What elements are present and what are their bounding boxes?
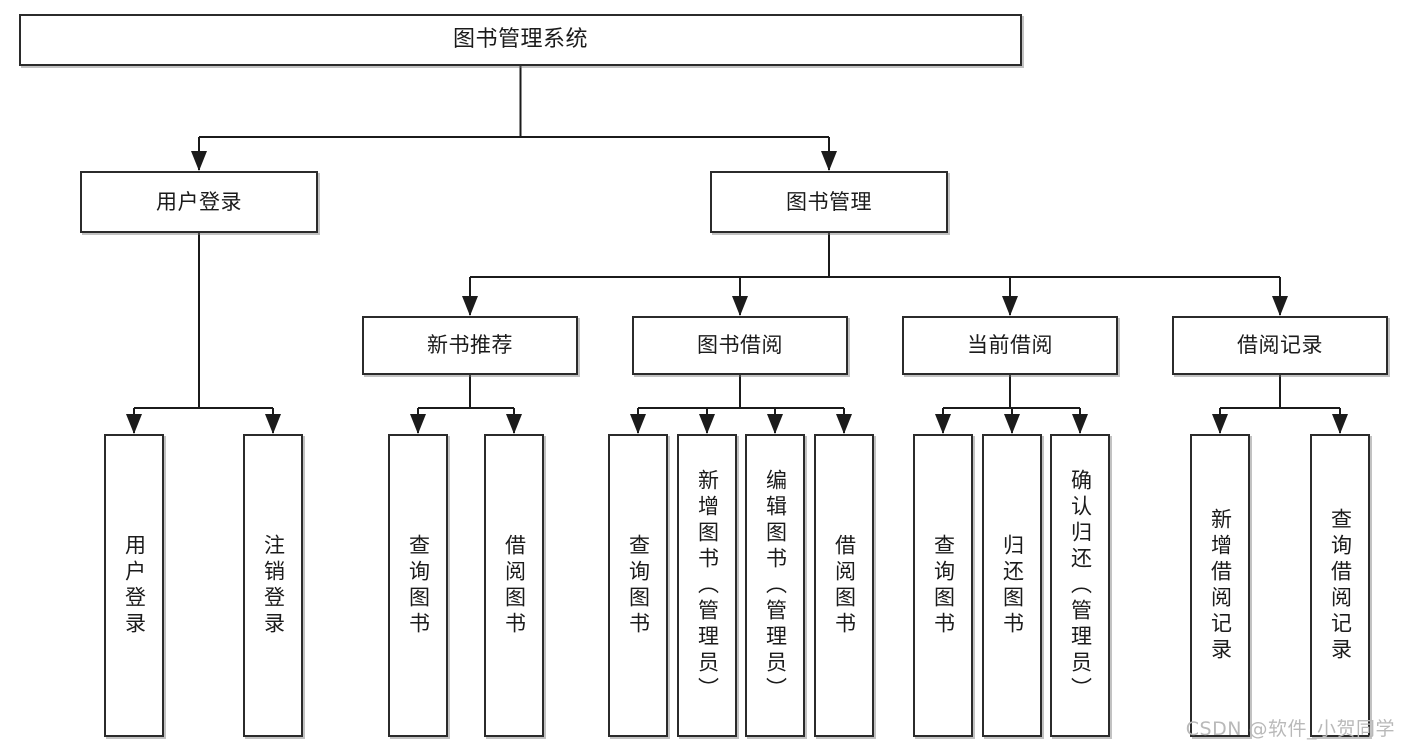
node-bookmgmt[interactable]: 图书管理 [710,171,948,233]
node-label: 查询图书 [931,533,956,638]
node-leaf-user-login[interactable]: 用户登录 [104,434,164,737]
node-leaf-user-logout[interactable]: 注销登录 [243,434,303,737]
node-label: 图书管理 [786,189,872,214]
node-login[interactable]: 用户登录 [80,171,318,233]
node-label: 归还图书 [1000,533,1025,638]
node-label: 图书管理系统 [452,27,588,53]
node-label: 编辑图书（管理员） [763,468,788,703]
node-leaf-bo-edit[interactable]: 编辑图书（管理员） [745,434,805,737]
node-label: 确认归还（管理员） [1068,468,1093,703]
node-leaf-bo-borrow[interactable]: 借阅图书 [814,434,874,737]
node-leaf-cu-return[interactable]: 归还图书 [982,434,1042,737]
node-label: 注销登录 [261,533,286,638]
node-label: 当前借阅 [967,333,1053,358]
node-leaf-cu-confirm[interactable]: 确认归还（管理员） [1050,434,1110,737]
node-label: 新书推荐 [427,333,513,358]
node-leaf-nb-borrow[interactable]: 借阅图书 [484,434,544,737]
node-leaf-bo-add[interactable]: 新增图书（管理员） [677,434,737,737]
node-label: 新增借阅记录 [1208,507,1233,664]
node-label: 图书借阅 [697,333,783,358]
node-label: 新增图书（管理员） [695,468,720,703]
node-leaf-rc-add[interactable]: 新增借阅记录 [1190,434,1250,737]
node-root[interactable]: 图书管理系统 [19,14,1022,66]
node-leaf-bo-query[interactable]: 查询图书 [608,434,668,737]
node-label: 借阅记录 [1237,333,1323,358]
node-label: 查询借阅记录 [1328,507,1353,664]
node-leaf-cu-query[interactable]: 查询图书 [913,434,973,737]
node-leaf-rc-query[interactable]: 查询借阅记录 [1310,434,1370,737]
node-leaf-nb-query[interactable]: 查询图书 [388,434,448,737]
node-label: 查询图书 [626,533,651,638]
node-borrow[interactable]: 图书借阅 [632,316,848,375]
node-current[interactable]: 当前借阅 [902,316,1118,375]
node-label: 查询图书 [406,533,431,638]
node-records[interactable]: 借阅记录 [1172,316,1388,375]
node-label: 用户登录 [156,189,242,214]
node-label: 用户登录 [122,533,147,638]
node-label: 借阅图书 [502,533,527,638]
node-label: 借阅图书 [832,533,857,638]
node-newbook[interactable]: 新书推荐 [362,316,578,375]
